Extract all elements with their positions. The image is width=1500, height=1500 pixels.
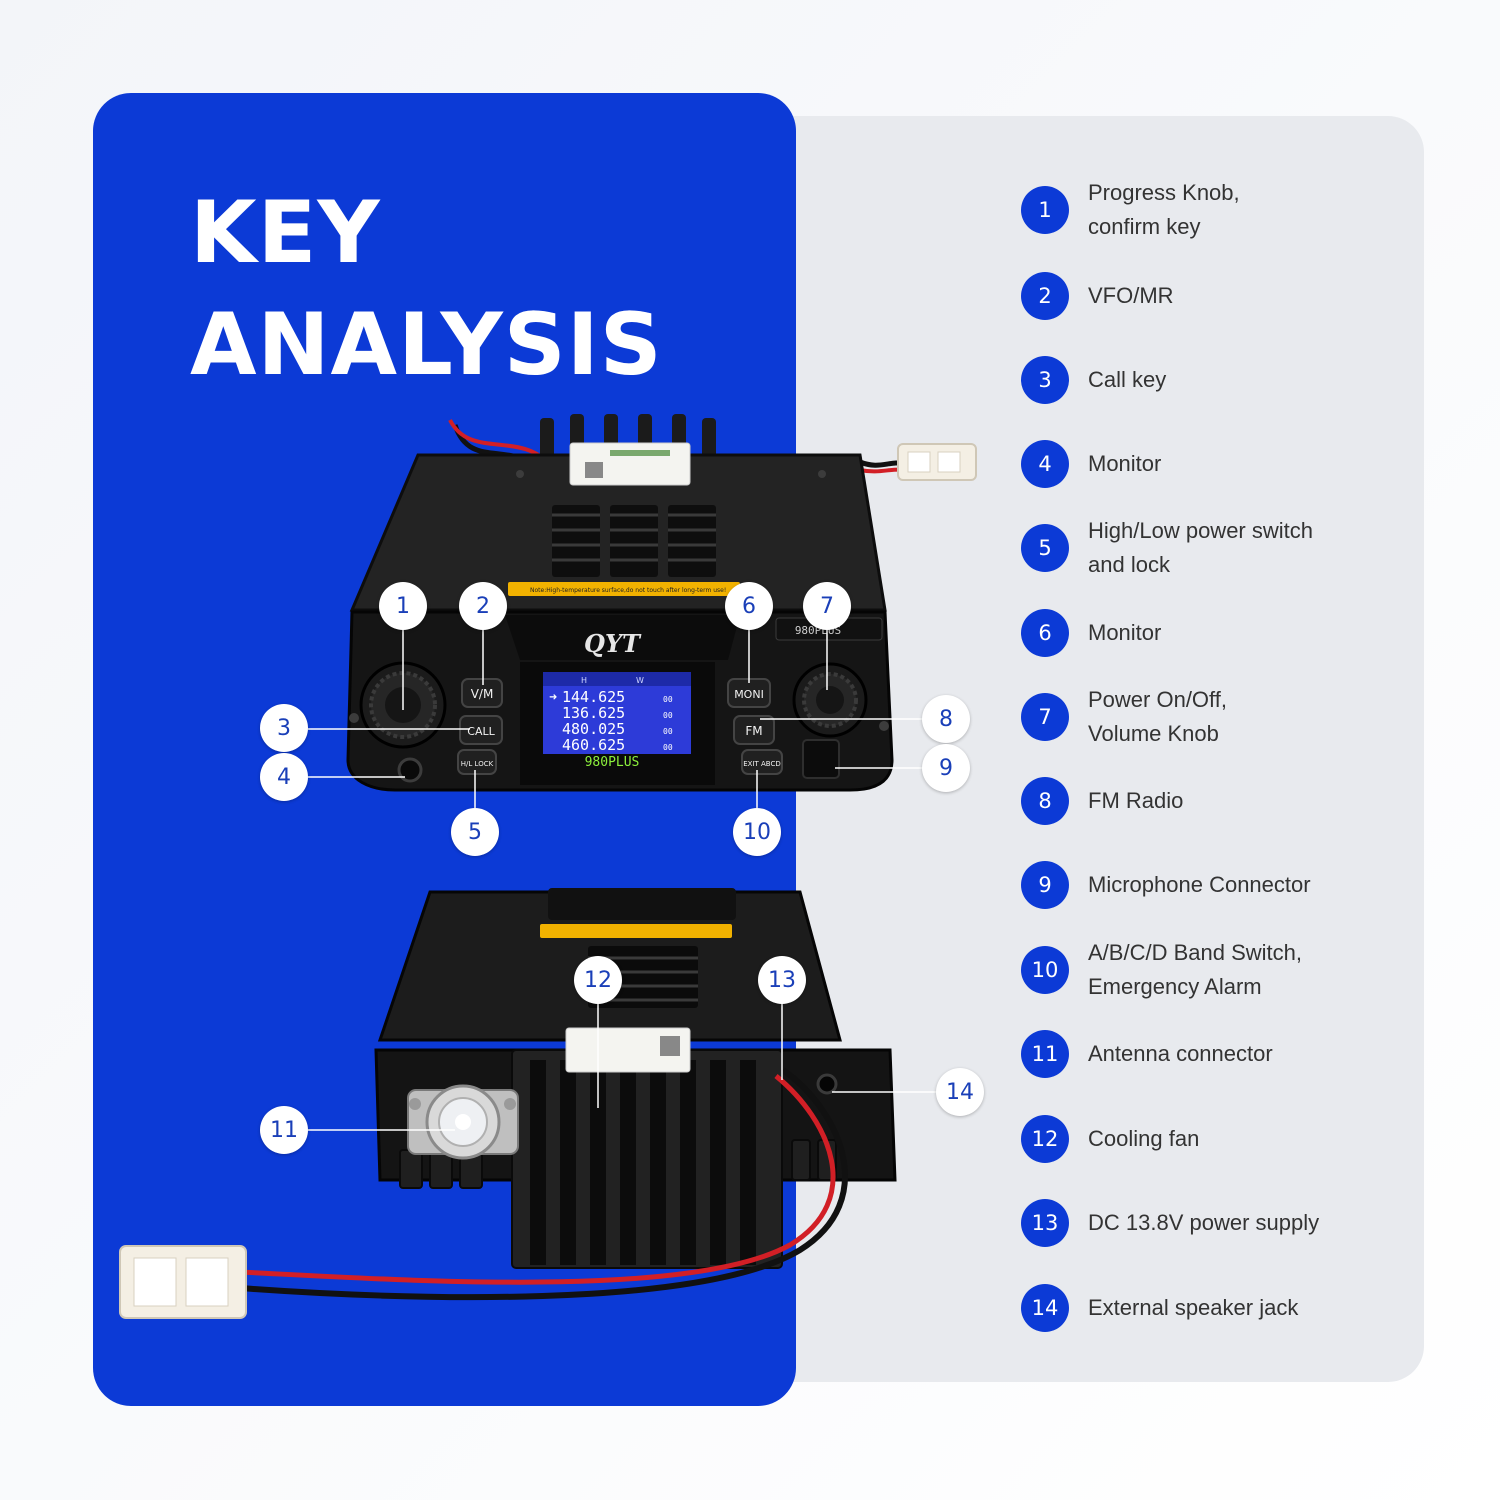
key-number-badge: 7 <box>1021 693 1069 741</box>
key-label: External speaker jack <box>1088 1295 1299 1320</box>
callout-3: 3 <box>260 704 308 752</box>
callout-6: 6 <box>725 582 773 630</box>
callout-8: 8 <box>922 695 970 743</box>
key-item: 2 VFO/MR <box>1021 272 1174 320</box>
callout-11: 11 <box>260 1106 308 1154</box>
title-line-2: ANALYSIS <box>190 295 663 395</box>
key-item: 6 Monitor <box>1021 609 1161 657</box>
key-label: FM Radio <box>1088 788 1184 813</box>
callout-13: 13 <box>758 956 806 1004</box>
key-label: Monitor <box>1088 451 1162 476</box>
key-number-badge: 3 <box>1021 356 1069 404</box>
key-number-badge: 11 <box>1021 1030 1069 1078</box>
key-label: A/B/C/D Band Switch, Emergency Alarm <box>1088 940 1302 999</box>
key-item: 11 Antenna connector <box>1021 1030 1273 1078</box>
page-title: KEY ANALYSIS <box>190 177 663 401</box>
key-label: Antenna connector <box>1088 1041 1273 1066</box>
key-label: Microphone Connector <box>1088 872 1311 897</box>
callout-7: 7 <box>803 582 851 630</box>
callout-2: 2 <box>459 582 507 630</box>
key-number-badge: 14 <box>1021 1284 1069 1332</box>
callout-4: 4 <box>260 753 308 801</box>
key-number-badge: 4 <box>1021 440 1069 488</box>
key-number-badge: 9 <box>1021 861 1069 909</box>
key-number-badge: 10 <box>1021 946 1069 994</box>
key-number-badge: 2 <box>1021 272 1069 320</box>
callout-12: 12 <box>574 956 622 1004</box>
key-label: VFO/MR <box>1088 283 1174 308</box>
key-number-badge: 12 <box>1021 1115 1069 1163</box>
key-item: 4 Monitor <box>1021 440 1161 488</box>
key-item: 13 DC 13.8V power supply <box>1021 1199 1319 1247</box>
key-number-badge: 5 <box>1021 524 1069 572</box>
callout-5: 5 <box>451 808 499 856</box>
key-number-badge: 13 <box>1021 1199 1069 1247</box>
key-item: 3 Call key <box>1021 356 1166 404</box>
key-label: High/Low power switch and lock <box>1088 518 1313 577</box>
key-item: 5 High/Low power switch and lock <box>1021 518 1313 577</box>
key-item: 9 Microphone Connector <box>1021 861 1311 909</box>
callout-14: 14 <box>936 1068 984 1116</box>
key-label: DC 13.8V power supply <box>1088 1210 1320 1235</box>
key-number-badge: 6 <box>1021 609 1069 657</box>
key-label: Call key <box>1088 367 1167 392</box>
key-label: Power On/Off, Volume Knob <box>1088 687 1227 746</box>
key-number-badge: 8 <box>1021 777 1069 825</box>
hero-panel: KEY ANALYSIS <box>93 93 796 1406</box>
callout-10: 10 <box>733 808 781 856</box>
callout-1: 1 <box>379 582 427 630</box>
key-item: 10 A/B/C/D Band Switch, Emergency Alarm <box>1021 940 1302 999</box>
key-item: 14 External speaker jack <box>1021 1284 1298 1332</box>
key-item: 12 Cooling fan <box>1021 1115 1199 1163</box>
key-label: Progress Knob, confirm key <box>1088 180 1240 239</box>
key-item: 7 Power On/Off, Volume Knob <box>1021 687 1227 746</box>
callout-9: 9 <box>922 744 970 792</box>
key-item: 8 FM Radio <box>1021 777 1183 825</box>
key-item: 1 Progress Knob, confirm key <box>1021 180 1240 239</box>
key-label: Monitor <box>1088 620 1162 645</box>
key-label: Cooling fan <box>1088 1126 1200 1151</box>
key-number-badge: 1 <box>1021 186 1069 234</box>
title-line-1: KEY <box>190 183 381 283</box>
